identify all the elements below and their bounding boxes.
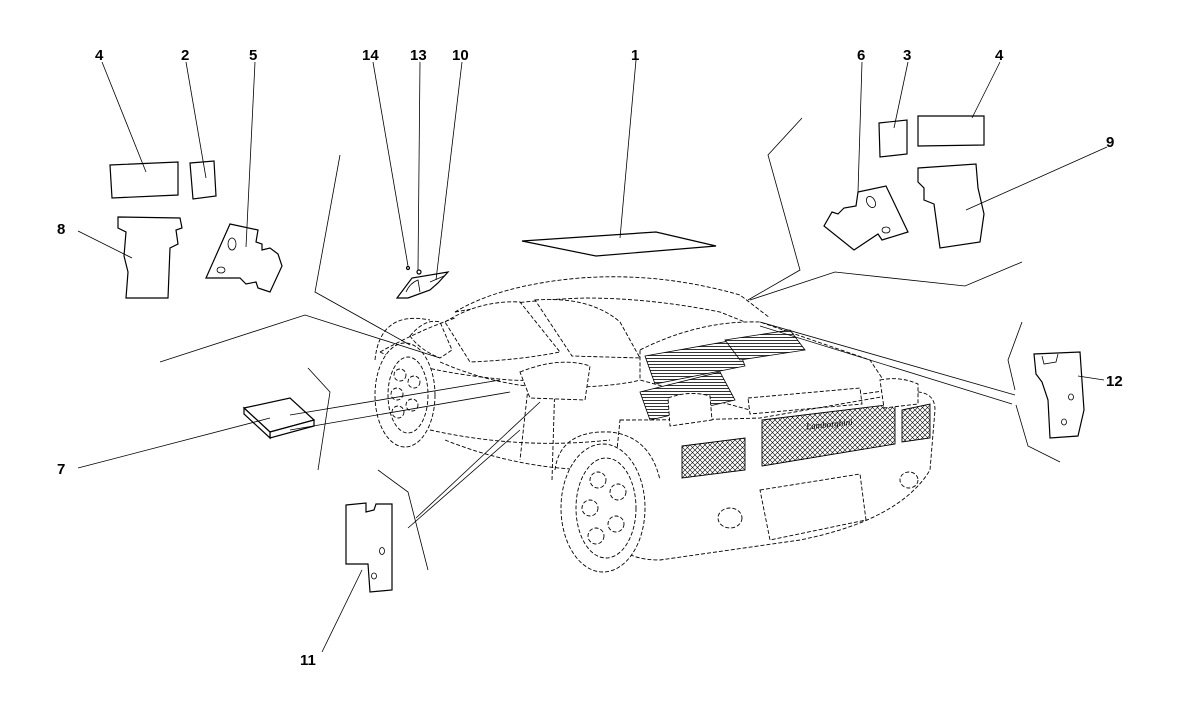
part-7-box — [242, 397, 316, 440]
callout-13: 13 — [410, 47, 427, 64]
callout-11: 11 — [300, 652, 316, 669]
callout-10: 10 — [452, 47, 469, 64]
part-1-panel — [521, 231, 717, 257]
callout-4-left: 4 — [95, 47, 104, 64]
callout-2: 2 — [181, 47, 189, 64]
callout-9: 9 — [1106, 134, 1114, 151]
part-5-pad — [205, 223, 283, 293]
part-3-pad — [878, 119, 908, 158]
callout-4-right: 4 — [995, 47, 1004, 64]
callout-numbers: 1 4 2 5 8 14 13 10 7 11 6 3 4 9 12 — [57, 47, 1123, 669]
callout-5: 5 — [249, 47, 257, 64]
callout-14: 14 — [362, 47, 379, 64]
callout-7: 7 — [57, 461, 65, 478]
part-2-pad — [189, 160, 217, 200]
part-9-insulation — [917, 163, 985, 249]
callout-3: 3 — [903, 47, 911, 64]
part-4-right-pad — [917, 115, 985, 147]
callout-leaders — [77, 59, 1108, 653]
callout-6: 6 — [857, 47, 865, 64]
callout-1: 1 — [631, 47, 639, 64]
part-8-insulation — [117, 216, 183, 299]
part-6-pad — [823, 185, 909, 251]
background-lines — [159, 117, 1061, 571]
car-illustration: Lamborghini — [374, 276, 936, 573]
part-4-left-pad — [109, 161, 179, 199]
callout-8: 8 — [57, 221, 65, 238]
part-10-13-14-bracket — [395, 265, 450, 299]
part-11-floor-panel — [345, 502, 393, 593]
part-12-panel — [1033, 351, 1085, 439]
callout-12: 12 — [1106, 373, 1123, 390]
